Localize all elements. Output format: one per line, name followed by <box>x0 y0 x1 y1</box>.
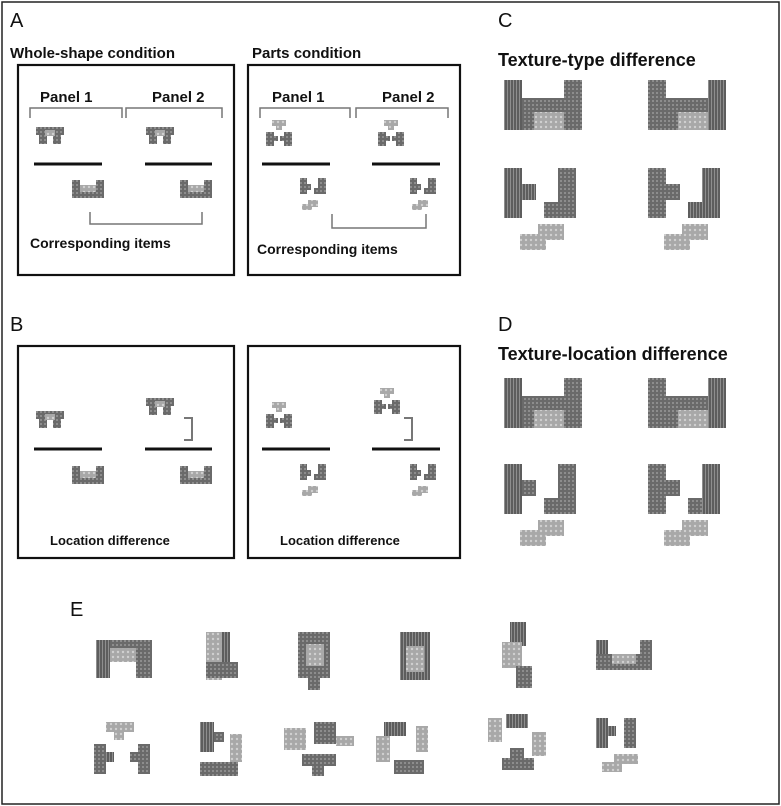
loc-whole-p1-top <box>36 411 64 428</box>
loc-whole-p2-bottom <box>180 466 212 484</box>
e-whole-1 <box>96 640 152 678</box>
e-whole-4 <box>400 632 430 680</box>
loc-parts-label: Location difference <box>280 533 400 548</box>
panel-letter-c: C <box>498 10 512 32</box>
texture-type-title: Texture-type difference <box>498 50 696 70</box>
d-parts-left <box>504 464 576 546</box>
loc-whole-label: Location difference <box>50 533 170 548</box>
parts-item-p1-top <box>266 120 292 146</box>
e-whole-2 <box>206 632 238 680</box>
whole-panel1-label: Panel 1 <box>40 89 93 106</box>
texture-location-title: Texture-location difference <box>498 344 728 364</box>
parts-panel2-bracket <box>355 107 449 118</box>
e-whole-6 <box>596 640 652 670</box>
c-parts-left <box>504 168 576 250</box>
whole-item-p1-top <box>36 127 64 144</box>
e-parts-6 <box>596 718 638 772</box>
loc-parts-p1-bottom <box>300 464 326 496</box>
e-parts-5 <box>488 714 546 770</box>
loc-parts-p1-top <box>266 402 292 428</box>
parts-item-p2-bottom <box>410 178 436 210</box>
whole-item-p2-bottom <box>180 180 212 198</box>
location-parts-box <box>246 344 462 560</box>
parts-panel2-label: Panel 2 <box>382 89 435 106</box>
loc-whole-shift-bracket <box>184 417 193 441</box>
e-parts-1 <box>94 722 150 774</box>
e-whole-5 <box>502 622 532 688</box>
panel-letter-a: A <box>10 10 24 32</box>
whole-shape-title: Whole-shape condition <box>10 45 175 62</box>
panel-letter-e: E <box>70 599 83 621</box>
parts-item-p1-bottom <box>300 178 326 210</box>
e-parts-4 <box>376 722 428 774</box>
loc-parts-shift-bracket <box>404 417 413 441</box>
d-whole-left <box>504 378 582 428</box>
whole-item-p1-bottom <box>72 180 104 198</box>
location-whole-box <box>16 344 236 560</box>
panel-letter-b: B <box>10 314 23 336</box>
c-whole-left <box>504 80 582 130</box>
parts-title: Parts condition <box>252 45 361 62</box>
c-whole-right <box>648 80 726 130</box>
loc-whole-p1-bottom <box>72 466 104 484</box>
loc-parts-p2-top <box>374 388 400 414</box>
whole-panel2-bracket <box>125 107 223 118</box>
e-parts-3 <box>284 722 354 776</box>
whole-shape-box <box>16 63 236 277</box>
parts-panel1-label: Panel 1 <box>272 89 325 106</box>
panel-letter-d: D <box>498 314 512 336</box>
whole-panel2-label: Panel 2 <box>152 89 205 106</box>
d-whole-right <box>648 378 726 428</box>
e-whole-3 <box>298 632 330 690</box>
loc-whole-p2-top <box>146 398 174 415</box>
whole-corresponding-bracket <box>89 212 203 225</box>
d-parts-right <box>648 464 720 546</box>
parts-corresponding-bracket <box>331 214 427 229</box>
parts-box <box>246 63 462 277</box>
parts-item-p2-top <box>378 120 404 146</box>
whole-panel1-bracket <box>29 107 123 118</box>
parts-panel1-bracket <box>259 107 351 118</box>
e-parts-2 <box>200 722 242 776</box>
whole-item-p2-top <box>146 127 174 144</box>
c-parts-right <box>648 168 720 250</box>
loc-parts-p2-bottom <box>410 464 436 496</box>
whole-corresponding-label: Corresponding items <box>30 235 171 251</box>
parts-corresponding-label: Corresponding items <box>257 241 398 257</box>
